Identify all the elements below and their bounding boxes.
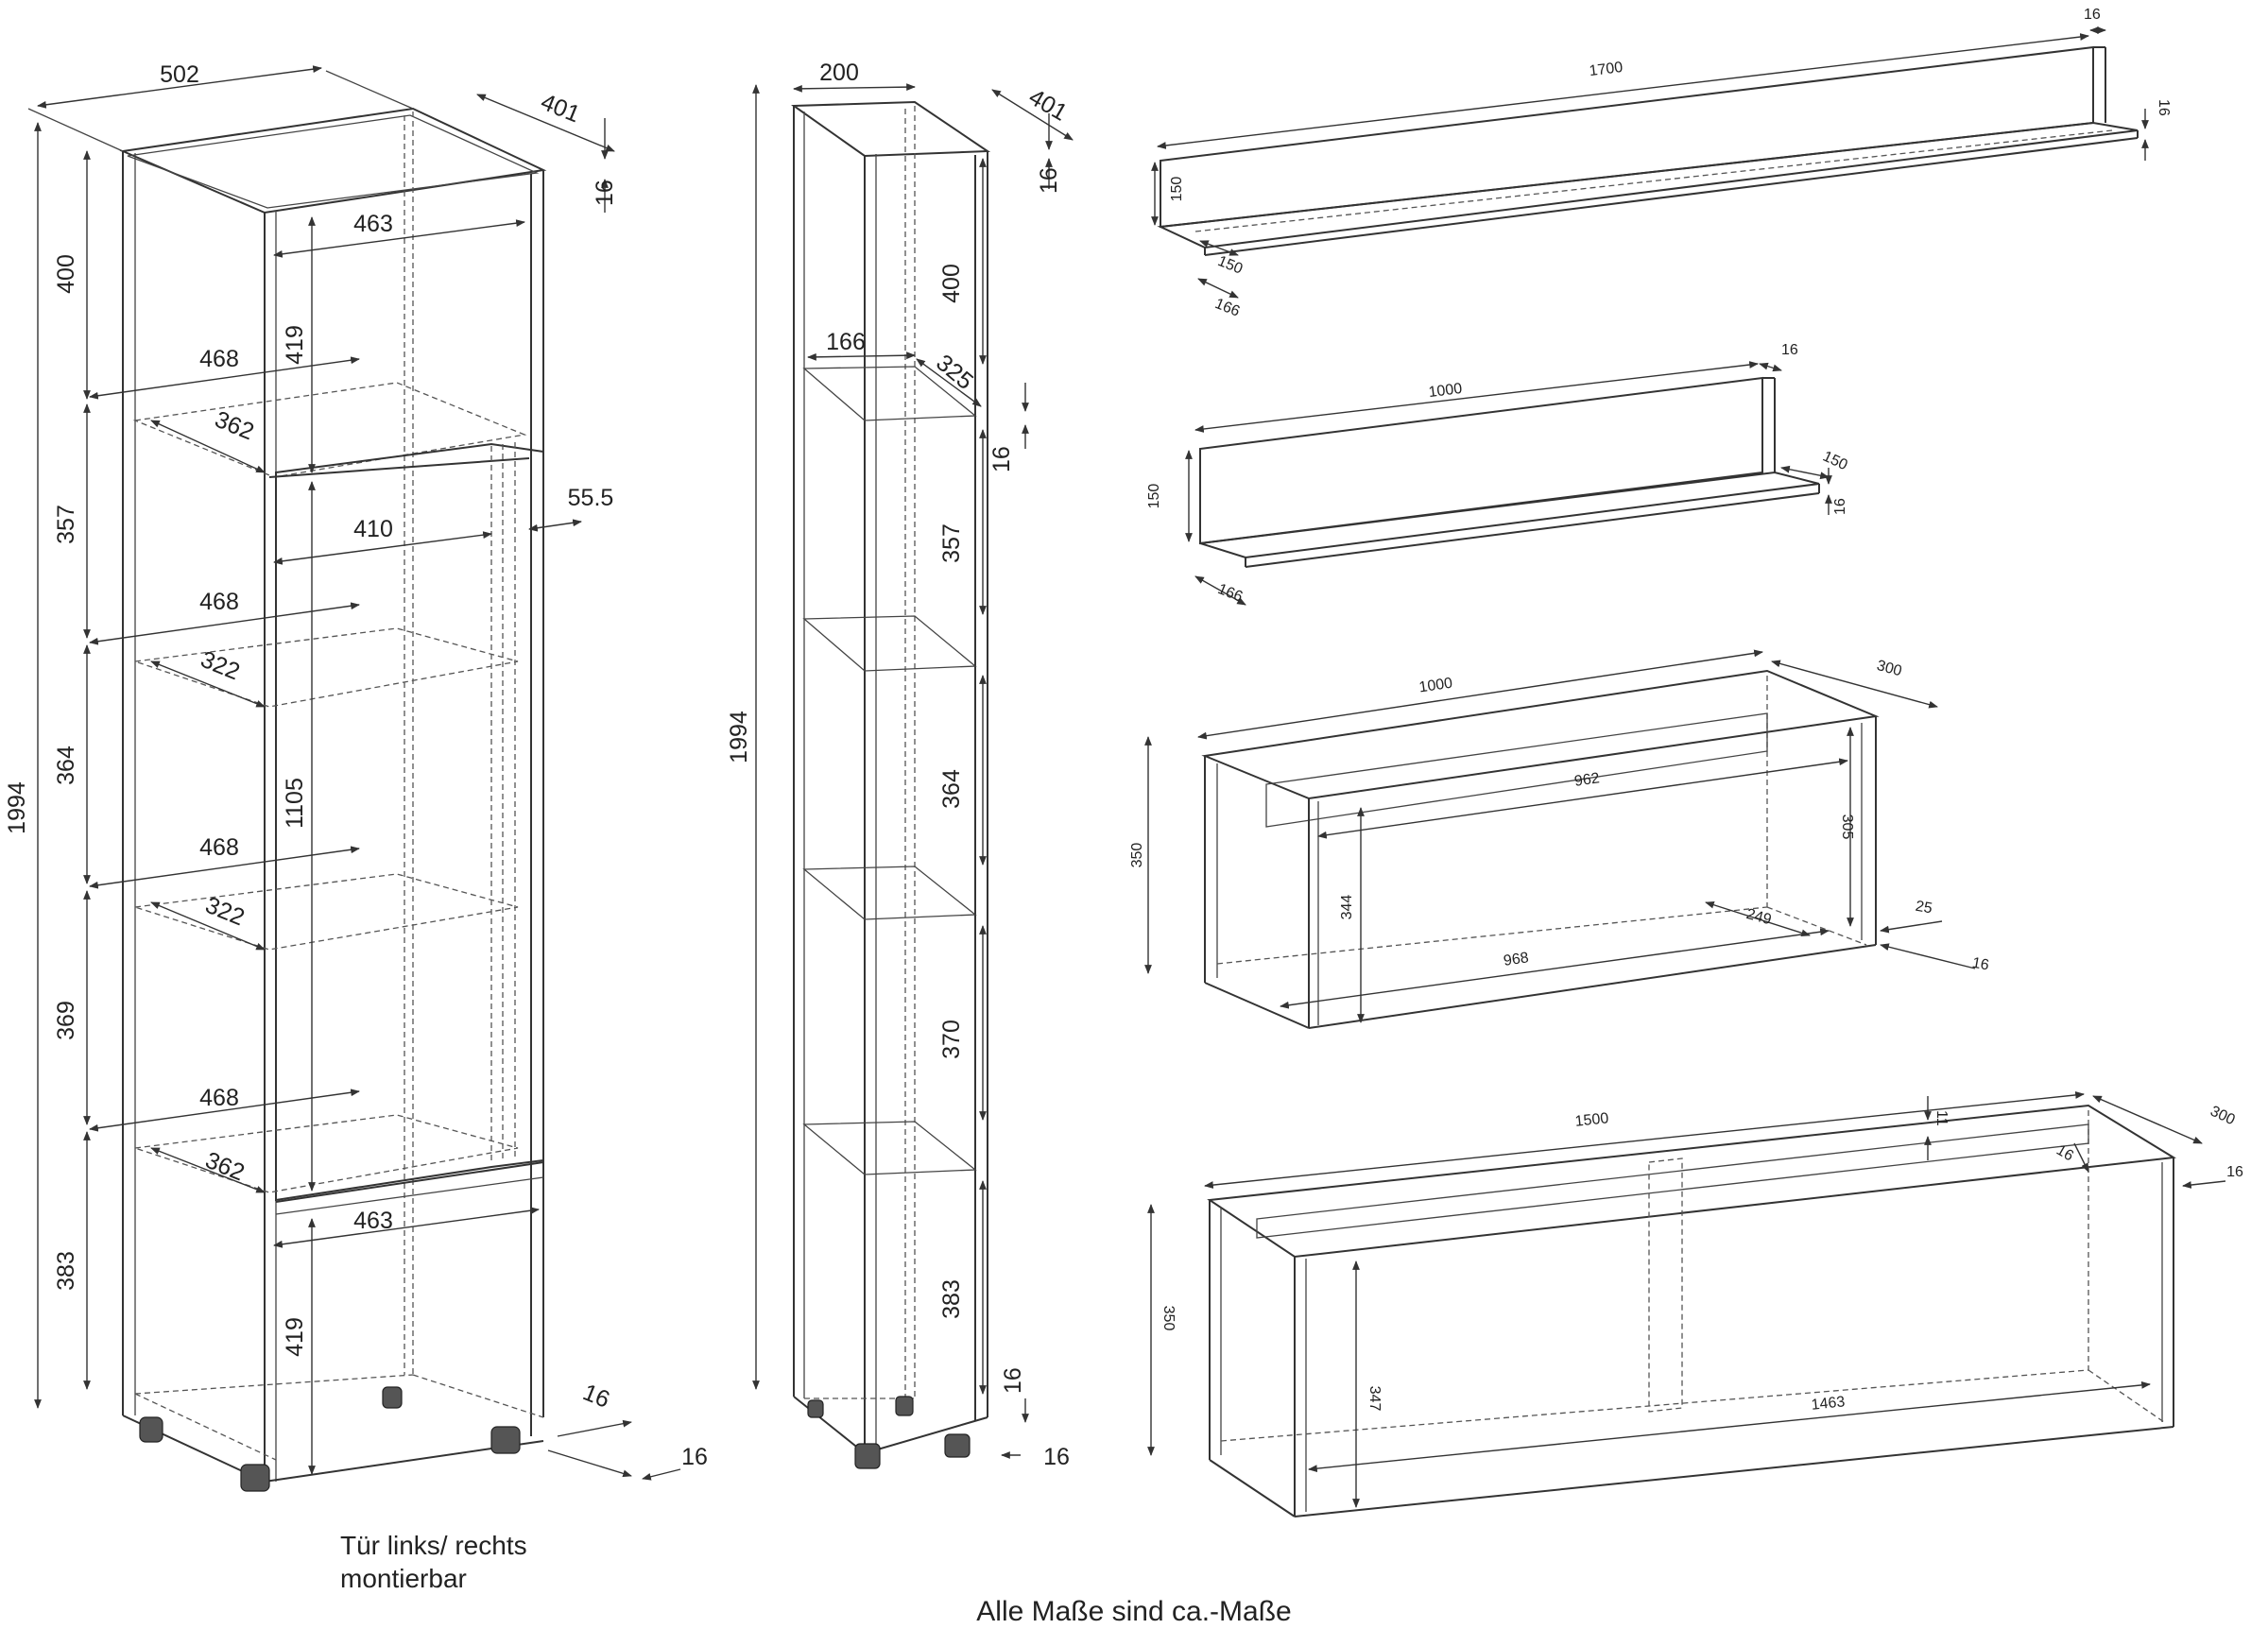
- wall-shelf-large-height: 150: [1169, 177, 1185, 202]
- hanging-large-depth: 300: [2208, 1104, 2237, 1129]
- dim-419-lower: 419: [282, 1317, 308, 1357]
- shelf-dim-357: 357: [938, 523, 965, 563]
- tall-shelf-dimension-labels: 200 401 16 1994 400 166 325 16 357 364 3…: [726, 60, 1072, 1470]
- dim-362-2: 362: [201, 1147, 248, 1187]
- shelf-dim-325: 325: [931, 350, 978, 395]
- tall-cabinet-outline: [119, 107, 547, 1483]
- wall-shelf-large-thickness: 16: [2084, 7, 2101, 23]
- dim-468-1: 468: [199, 346, 239, 372]
- hanging-large-side-16: 16: [2226, 1164, 2243, 1180]
- dim-height-1994: 1994: [4, 781, 30, 834]
- shelf-dim-1994: 1994: [726, 711, 752, 763]
- wall-shelf-small-board: 16: [1832, 498, 1848, 515]
- tall-cabinet-feet: [139, 1386, 521, 1492]
- tall-cabinet-dimension-labels: 502 401 16 1994 400 463 419 468 362 357 …: [4, 61, 708, 1470]
- hanging-large-inner-width: 1463: [1811, 1394, 1846, 1414]
- tall-shelf-feet: [807, 1396, 971, 1469]
- hanging-large-top-11: 11: [1933, 1110, 1950, 1126]
- wall-shelf-large-total-depth: 166: [1212, 296, 1242, 320]
- shelf-dim-200: 200: [819, 60, 859, 86]
- tall-cabinet-upper-shelf: [132, 382, 530, 478]
- dim-463-upper: 463: [353, 211, 393, 237]
- wall-shelf-small-length: 1000: [1428, 381, 1464, 401]
- shelf-dim-400: 400: [938, 264, 965, 303]
- dim-468-2: 468: [199, 589, 239, 615]
- shelf-dim-16-mid: 16: [988, 446, 1015, 472]
- dim-1105: 1105: [282, 778, 308, 829]
- tall-cabinet-glass-door: [275, 442, 544, 1202]
- dim-base-16: 16: [681, 1444, 708, 1470]
- shelf-dim-401: 401: [1024, 84, 1072, 127]
- wall-shelf-large-depth: 150: [1215, 253, 1245, 278]
- wall-shelf-large: 1700 16 16 150 150 166: [1151, 7, 2172, 320]
- dim-419-upper: 419: [282, 325, 308, 365]
- dim-400: 400: [53, 254, 79, 294]
- dim-foot-16: 16: [579, 1379, 613, 1413]
- dim-362-1: 362: [211, 406, 257, 446]
- hanging-cabinet-large: 1500 300 11 16 16 350 347 1463: [1147, 1091, 2243, 1518]
- dim-364: 364: [53, 746, 79, 785]
- tall-cabinet: 502 401 16 1994 400 463 419 468 362 357 …: [4, 61, 708, 1593]
- hanging-small-height: 350: [1129, 843, 1145, 868]
- shelf-dim-16-foot: 16: [1000, 1367, 1026, 1394]
- shelf-dim-383: 383: [938, 1279, 965, 1319]
- tall-shelf-dimension-lines: [752, 83, 1074, 1459]
- hanging-small-inner-height: 305: [1839, 814, 1855, 840]
- hanging-large-inner-height: 347: [1366, 1386, 1383, 1412]
- hanging-small-inner-width: 962: [1573, 770, 1601, 790]
- dim-322-2: 322: [201, 892, 248, 932]
- shelf-dim-16-top: 16: [1036, 167, 1062, 194]
- hanging-small-bottom-width: 968: [1503, 950, 1530, 969]
- shelf-dim-370: 370: [938, 1020, 965, 1059]
- dim-383: 383: [53, 1251, 79, 1291]
- door-note-line1: Tür links/ rechts: [340, 1531, 527, 1560]
- dim-410: 410: [353, 516, 393, 542]
- tall-cabinet-lower-compartment: [275, 1161, 544, 1215]
- wall-shelf-large-length: 1700: [1589, 60, 1624, 79]
- shelf-dim-166: 166: [826, 329, 866, 355]
- dim-369: 369: [53, 1001, 79, 1040]
- footer-note: Alle Maße sind ca.-Maße: [976, 1596, 1291, 1627]
- shelf-dim-364: 364: [938, 769, 965, 809]
- tall-cabinet-dimension-lines: [27, 65, 681, 1481]
- hanging-small-depth: 300: [1875, 658, 1903, 679]
- dim-357: 357: [53, 505, 79, 544]
- hanging-small-inner-depth: 249: [1744, 906, 1773, 928]
- hanging-small-width: 1000: [1418, 676, 1454, 696]
- wall-shelf-large-board: 16: [2156, 99, 2172, 116]
- tall-shelf: 200 401 16 1994 400 166 325 16 357 364 3…: [726, 60, 1074, 1470]
- dim-463-lower: 463: [353, 1208, 393, 1234]
- dim-top-16: 16: [592, 180, 618, 206]
- dim-width-502: 502: [160, 61, 199, 88]
- wall-shelf-small-thickness: 16: [1781, 342, 1798, 358]
- hanging-small-board-16: 16: [1971, 955, 1991, 974]
- wall-shelf-small-depth: 150: [1820, 449, 1849, 474]
- hanging-small-back-25: 25: [1915, 899, 1934, 917]
- hanging-large-width: 1500: [1574, 1110, 1609, 1130]
- tall-cabinet-glass-shelves: [134, 627, 519, 1193]
- door-note-line2: montierbar: [340, 1564, 467, 1593]
- hanging-cabinet-small: 1000 300 962 350 305 344 249 25 968 16: [1129, 649, 1991, 1029]
- dim-322-1: 322: [197, 646, 243, 686]
- dim-468-3: 468: [199, 834, 239, 861]
- hanging-large-height: 350: [1160, 1306, 1177, 1331]
- tall-shelf-boards: [802, 366, 977, 1175]
- wall-shelf-small: 1000 16 150 150 16 166: [1146, 342, 1850, 606]
- wall-shelf-small-height: 150: [1146, 484, 1162, 509]
- hanging-large-board-16: 16: [2053, 1142, 2076, 1165]
- dim-55-5: 55.5: [568, 485, 614, 511]
- hanging-small-inner-344: 344: [1339, 895, 1355, 920]
- shelf-dim-16-base: 16: [1043, 1444, 1070, 1470]
- dim-468-4: 468: [199, 1085, 239, 1111]
